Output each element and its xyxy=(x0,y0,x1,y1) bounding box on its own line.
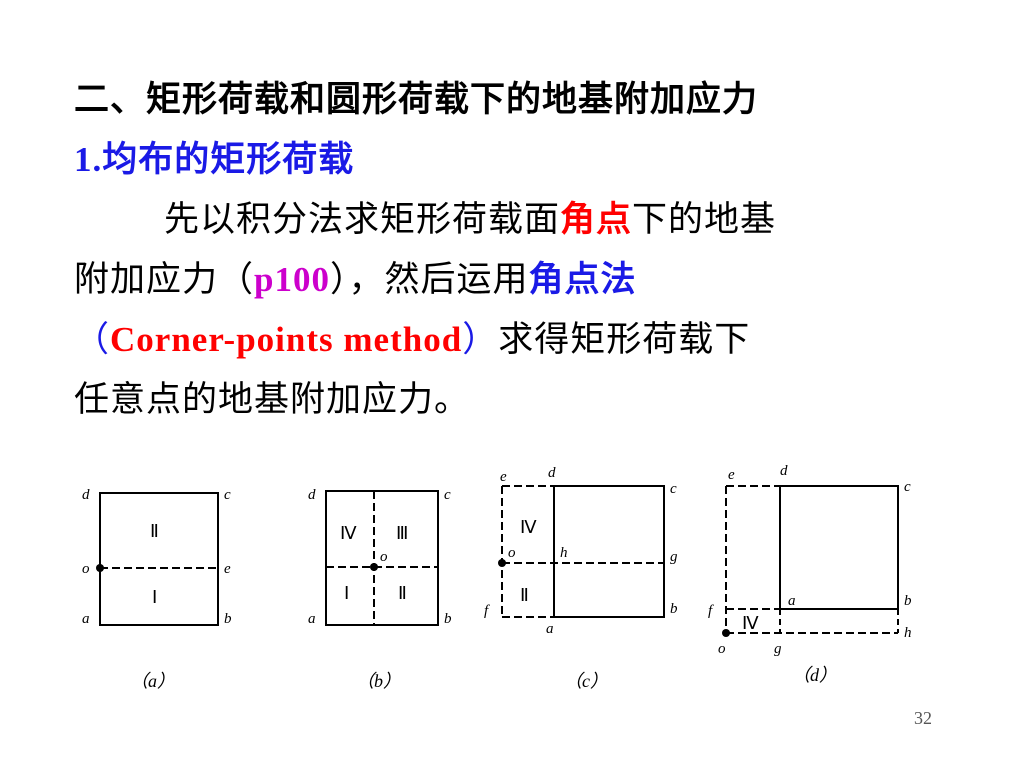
figure-d-diagram: e d c f a b h o g Ⅳ （d） xyxy=(708,463,912,685)
label-g: g xyxy=(774,641,782,657)
label-c: c xyxy=(444,487,451,503)
label-e: e xyxy=(500,469,507,485)
figure-caption: （a） xyxy=(130,671,175,691)
region-label: Ⅳ xyxy=(340,523,357,543)
label-d: d xyxy=(82,487,90,503)
corner-point-emphasis: 角点 xyxy=(560,199,633,240)
point-o-marker xyxy=(370,563,378,571)
label-a: a xyxy=(546,621,554,637)
slide-text: 二、矩形荷载和圆形荷载下的地基附加应力 1.均布的矩形荷载 先以积分法求矩形荷载… xyxy=(74,70,954,430)
label-o: o xyxy=(82,561,90,577)
label-d: d xyxy=(308,487,316,503)
label-h: h xyxy=(560,545,568,561)
label-d: d xyxy=(548,465,556,481)
region-label: Ⅲ xyxy=(396,523,408,543)
label-b: b xyxy=(904,593,912,609)
label-f: f xyxy=(708,603,714,619)
region-label: Ⅰ xyxy=(152,587,157,607)
figure-c-diagram: e d c o h g f b a Ⅳ Ⅱ （c） xyxy=(484,465,678,691)
region-label: Ⅱ xyxy=(150,521,159,541)
label-a: a xyxy=(788,593,796,609)
figure-caption: （d） xyxy=(792,665,837,685)
region-label: Ⅳ xyxy=(742,613,759,633)
text-fragment: 附加应力（ xyxy=(74,260,255,300)
label-g: g xyxy=(670,549,678,565)
region-label: Ⅰ xyxy=(344,583,349,603)
slide-title: 二、矩形荷载和圆形荷载下的地基附加应力 xyxy=(74,79,759,120)
paragraph-line-2: 附加应力（p100），然后运用角点法 xyxy=(74,250,954,310)
region-label: Ⅳ xyxy=(520,517,537,537)
label-o: o xyxy=(508,545,516,561)
label-h: h xyxy=(904,625,912,641)
corner-method-emphasis: 角点法 xyxy=(528,259,637,300)
text-fragment: 下的地基 xyxy=(632,200,777,240)
rectangle-outline xyxy=(553,485,665,618)
label-a: a xyxy=(308,611,316,627)
region-label: Ⅱ xyxy=(520,585,529,605)
label-e: e xyxy=(224,561,231,577)
figure-caption: （b） xyxy=(356,671,401,691)
label-a: a xyxy=(82,611,90,627)
paragraph-line-4: 任意点的地基附加应力。 xyxy=(74,380,471,420)
rectangle-outline xyxy=(325,490,439,626)
point-o-marker xyxy=(722,629,730,637)
text-fragment: 求得矩形荷载下 xyxy=(498,320,751,360)
region-label: Ⅱ xyxy=(398,583,407,603)
text-fragment: ） xyxy=(462,320,499,360)
text-fragment: （ xyxy=(74,320,111,360)
label-d: d xyxy=(780,463,788,479)
section-title: 均布的矩形荷载 xyxy=(102,139,355,180)
label-c: c xyxy=(670,481,677,497)
section-number: 1. xyxy=(74,140,103,179)
figure-a: d c o e a b Ⅱ Ⅰ （a） xyxy=(70,455,290,695)
label-f: f xyxy=(484,603,490,619)
paragraph-line-1: 先以积分法求矩形荷载面角点下的地基 xyxy=(74,190,954,250)
label-b: b xyxy=(444,611,452,627)
label-c: c xyxy=(904,479,911,495)
rectangle-outline xyxy=(779,485,899,610)
label-e: e xyxy=(728,467,735,483)
page-number: 32 xyxy=(914,708,932,728)
rectangle-outline xyxy=(99,492,219,626)
figure-a-diagram: d c o e a b Ⅱ Ⅰ （a） xyxy=(82,487,232,691)
label-o: o xyxy=(718,641,726,657)
method-name-english: Corner-points method xyxy=(110,320,463,359)
page-reference: p100 xyxy=(254,260,330,299)
label-o: o xyxy=(380,549,388,565)
point-o-marker xyxy=(96,564,104,572)
text-fragment: ），然后运用 xyxy=(329,260,529,300)
point-o-marker xyxy=(498,559,506,567)
text-fragment: 先以积分法求矩形荷载面 xyxy=(164,200,561,240)
figure-c: e d c o h g f b a Ⅳ Ⅱ （c） xyxy=(482,455,702,695)
figure-caption: （c） xyxy=(564,671,608,691)
label-b: b xyxy=(670,601,678,617)
figure-b-diagram: d c o a b Ⅳ Ⅲ Ⅰ Ⅱ （b） xyxy=(308,487,452,691)
paragraph-line-3: （Corner-points method）求得矩形荷载下 xyxy=(74,310,954,370)
figure-b: d c o a b Ⅳ Ⅲ Ⅰ Ⅱ （b） xyxy=(296,455,516,695)
label-c: c xyxy=(224,487,231,503)
figure-d: e d c f a b h o g Ⅳ （d） xyxy=(700,455,920,695)
label-b: b xyxy=(224,611,232,627)
section-heading: 1.均布的矩形荷载 xyxy=(74,130,954,190)
